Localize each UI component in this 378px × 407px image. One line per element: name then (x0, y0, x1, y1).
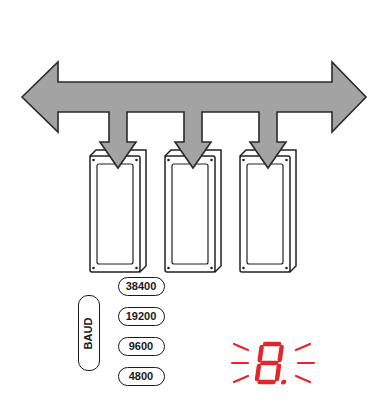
seven-segment-display (232, 344, 314, 385)
cabinet-door (247, 164, 283, 264)
option-pill: 4800 (118, 367, 165, 386)
glow-ray (232, 362, 248, 364)
screw (135, 159, 138, 162)
cabinet-door (172, 164, 208, 264)
screw (135, 267, 138, 270)
screw (242, 267, 245, 270)
baud-value: 38400 (126, 281, 157, 292)
glow-ray (234, 344, 248, 350)
cabinet-front (240, 156, 290, 272)
digit-segment (277, 366, 279, 379)
screw (285, 267, 288, 270)
screw (167, 159, 170, 162)
screw (285, 159, 288, 162)
baud-value: 19200 (126, 311, 157, 322)
digit-segment (262, 361, 276, 366)
screw (92, 267, 95, 270)
baud-value: 4800 (129, 371, 153, 382)
decimal-point (281, 379, 287, 384)
screw (210, 159, 213, 162)
caption-text: BAUD (84, 317, 95, 349)
digit-segment (260, 347, 262, 360)
digit-segment (265, 342, 279, 347)
label-pill: BAUD (78, 295, 100, 371)
glow-ray (298, 362, 314, 364)
cabinet-front (90, 156, 140, 272)
glow-ray (234, 376, 248, 382)
digit-segment (280, 347, 282, 360)
screw (92, 159, 95, 162)
option-pill: 9600 (118, 337, 165, 356)
option-pill: 19200 (118, 307, 165, 326)
cabinet-door (97, 164, 133, 264)
glow-ray (296, 376, 310, 382)
option-pill: 38400 (118, 277, 165, 296)
baud-value: 9600 (129, 341, 153, 352)
digit-segment (257, 366, 259, 379)
glow-ray (296, 344, 310, 350)
screw (242, 159, 245, 162)
screw (210, 267, 213, 270)
cabinet-front (165, 156, 215, 272)
bus-arrow (22, 62, 366, 168)
screw (167, 267, 170, 270)
digit-segment (260, 380, 274, 385)
